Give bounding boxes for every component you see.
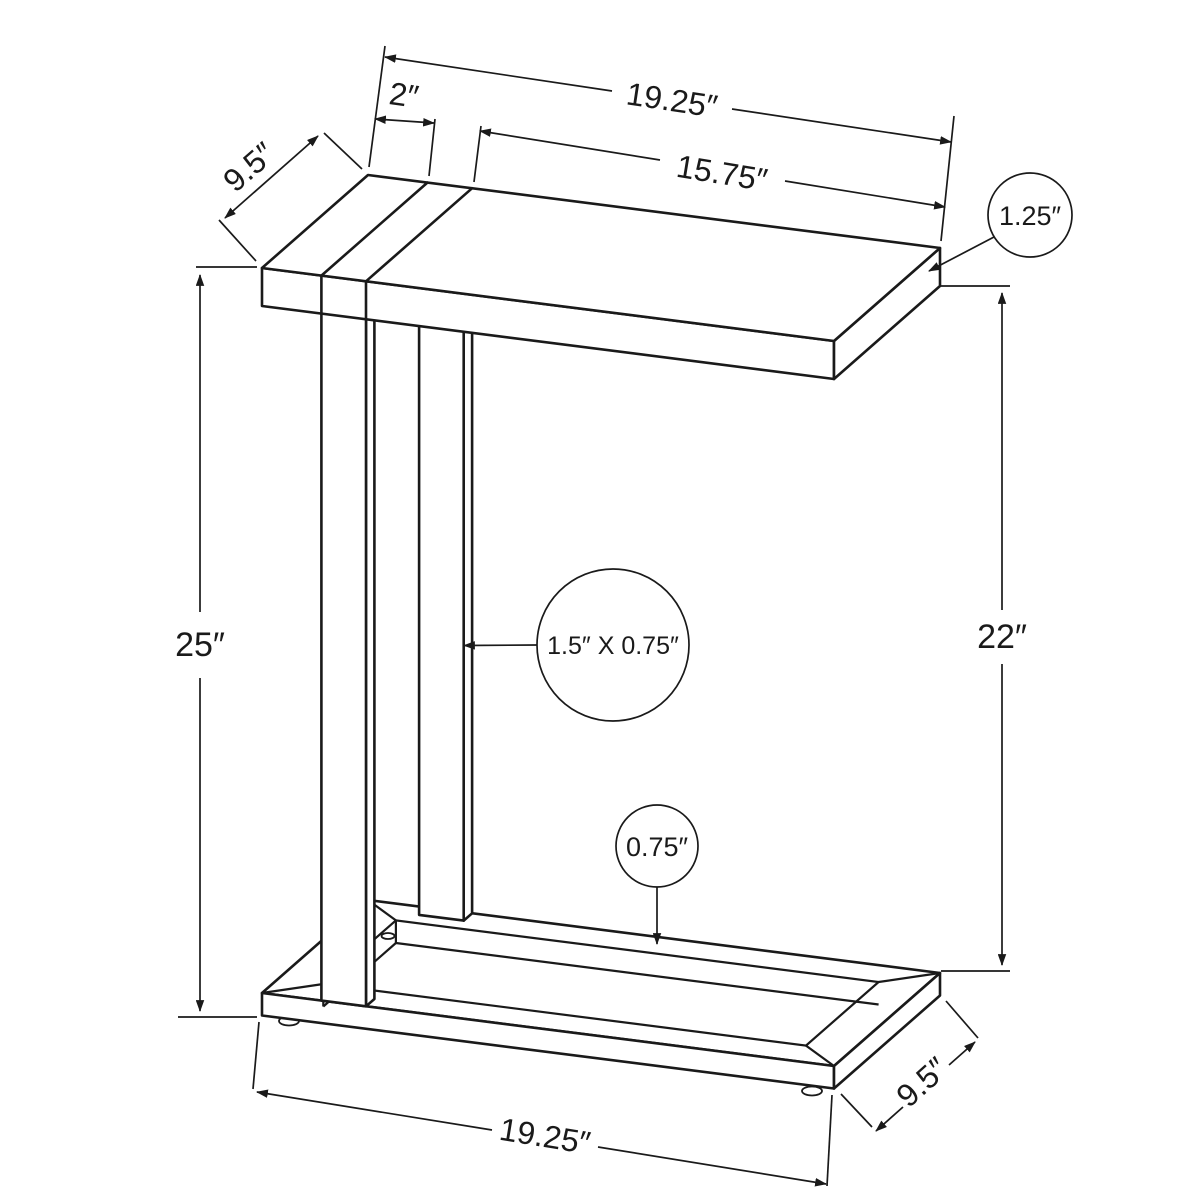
dim-total-height: 25″ <box>175 266 257 1018</box>
dim-top-overhang: 2″ <box>373 75 436 177</box>
dim-clearance-height-label: 22″ <box>977 618 1027 656</box>
top-top-face <box>260 173 942 343</box>
front-leg <box>320 304 376 1008</box>
extension-line <box>473 125 482 183</box>
dimension-arrow-line <box>255 1089 493 1131</box>
top-seam-line-2-top <box>364 187 474 283</box>
callout-circle <box>987 172 1073 258</box>
dimension-arrow-line <box>383 54 613 92</box>
dimension-arrow-line <box>731 108 953 145</box>
base-miter-front-left <box>261 982 324 995</box>
dim-top-overhang-label: 2″ <box>387 75 421 115</box>
back-leg <box>417 312 474 922</box>
dimension-arrow-line <box>784 180 947 210</box>
leader-arrow <box>928 236 995 272</box>
callout-leg-tube: 1.5″ X 0.75″ <box>462 568 690 722</box>
callout-circle <box>536 568 690 722</box>
extension-line <box>428 118 436 177</box>
callout-top-thickness-label: 1.25″ <box>999 201 1062 231</box>
base-miter-front-right <box>805 1044 835 1067</box>
leader-arrow <box>462 641 538 650</box>
dimension-arrow-line <box>597 1146 828 1187</box>
dim-top-clear-width: 15.75″ <box>473 125 947 210</box>
dimension-arrow-line <box>875 1106 904 1132</box>
dimension-arrow-line <box>373 115 436 127</box>
foot-back-left <box>380 932 396 940</box>
dim-total-height-label: 25″ <box>175 626 225 664</box>
dimension-arrow-line <box>948 1041 976 1066</box>
extension-line <box>945 1000 979 1039</box>
extension-line <box>826 1094 833 1187</box>
dim-top-clear-width-label: 15.75″ <box>674 148 770 198</box>
callout-top-thickness: 1.25″ <box>928 172 1073 272</box>
extension-line <box>840 1093 873 1128</box>
dimension-arrow-line <box>478 128 661 161</box>
base-inner-face-back-bottom <box>395 941 879 1006</box>
base-right-face <box>832 971 942 1090</box>
extension-line <box>368 45 386 168</box>
dim-base-depth-label: 9.5″ <box>889 1050 955 1114</box>
callout-base-tube-label: 0.75″ <box>626 832 689 862</box>
extension-line <box>252 1021 260 1090</box>
callout-circle <box>615 804 699 888</box>
table-top <box>260 173 942 381</box>
extension-line <box>323 132 363 170</box>
dim-base-width-label: 19.25″ <box>497 1111 593 1161</box>
back-leg-front-face <box>417 316 466 922</box>
base-frame <box>260 898 942 1097</box>
base-miter-back-right <box>878 971 941 984</box>
extension-line <box>940 115 955 242</box>
callout-base-tube: 0.75″ <box>615 804 699 946</box>
dim-top-depth-label: 9.5″ <box>216 135 282 199</box>
top-seam-line-1-top <box>320 181 429 277</box>
dimension-arrow-line <box>224 135 319 219</box>
dim-top-width-label: 19.25″ <box>624 75 720 124</box>
front-leg-front-face <box>320 308 368 1008</box>
dim-clearance-height: 22″ <box>941 285 1027 972</box>
callout-leg-tube-label: 1.5″ X 0.75″ <box>547 632 679 660</box>
extension-line <box>218 219 257 262</box>
